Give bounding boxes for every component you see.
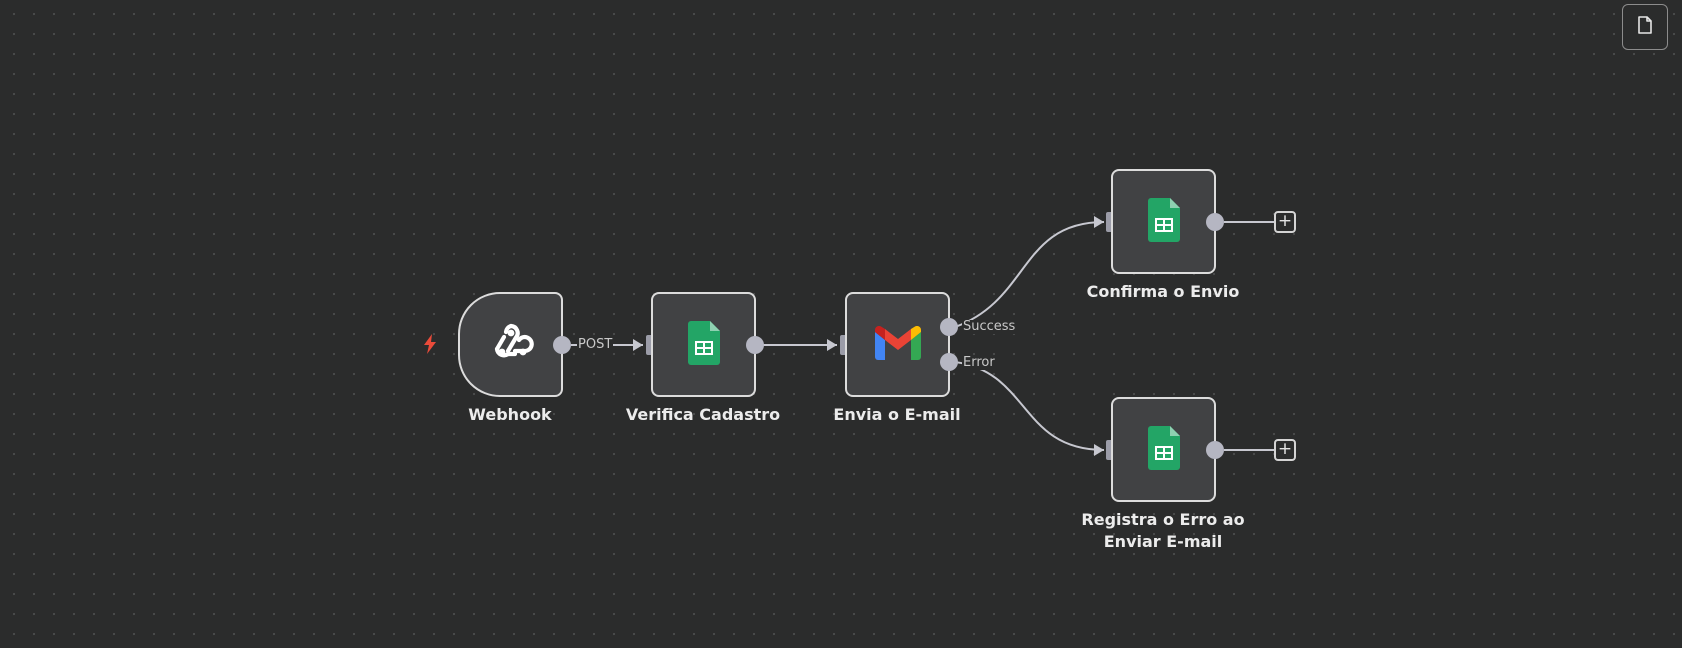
node-webhook[interactable]	[458, 292, 563, 397]
confirma-output-port[interactable]	[1206, 213, 1224, 231]
node-verifica-cadastro[interactable]	[651, 292, 756, 397]
edge-label-post: POST	[577, 337, 614, 352]
node-label-envia-email: Envia o E-mail	[833, 405, 961, 424]
sticky-note-icon	[1637, 16, 1653, 38]
envia-success-port[interactable]	[940, 318, 958, 336]
connection-envia-confirma	[954, 221, 1105, 328]
verifica-input-port[interactable]	[646, 335, 654, 355]
node-label-registra-erro: Registra o Erro ao Enviar E-mail	[1081, 510, 1245, 551]
envia-error-port[interactable]	[940, 353, 958, 371]
arrowhead	[827, 339, 837, 351]
envia-input-port[interactable]	[840, 335, 848, 355]
trigger-bolt-icon	[424, 334, 436, 354]
registra-output-port[interactable]	[1206, 441, 1224, 459]
gmail-icon	[874, 325, 921, 364]
node-envia-email[interactable]	[845, 292, 950, 397]
registra-input-port[interactable]	[1106, 440, 1114, 460]
node-label-webhook: Webhook	[468, 405, 552, 424]
google-sheets-icon	[1147, 425, 1180, 474]
node-label-verifica-cadastro: Verifica Cadastro	[625, 405, 781, 424]
webhook-icon	[488, 320, 534, 370]
webhook-output-port[interactable]	[553, 336, 571, 354]
node-label-confirma-envio: Confirma o Envio	[1086, 282, 1240, 301]
google-sheets-icon	[687, 320, 720, 369]
add-sticky-note-button[interactable]	[1622, 4, 1668, 50]
google-sheets-icon	[1147, 197, 1180, 246]
arrowhead	[633, 339, 643, 351]
edge-label-error: Error	[962, 355, 996, 370]
arrowhead	[1094, 444, 1104, 456]
edge-label-success: Success	[962, 319, 1017, 334]
node-confirma-envio[interactable]	[1111, 169, 1216, 274]
add-node-button[interactable]: +	[1274, 439, 1296, 461]
confirma-input-port[interactable]	[1106, 212, 1114, 232]
verifica-output-port[interactable]	[746, 336, 764, 354]
node-registra-erro[interactable]	[1111, 397, 1216, 502]
add-node-button[interactable]: +	[1274, 211, 1296, 233]
arrowhead	[1094, 216, 1104, 228]
